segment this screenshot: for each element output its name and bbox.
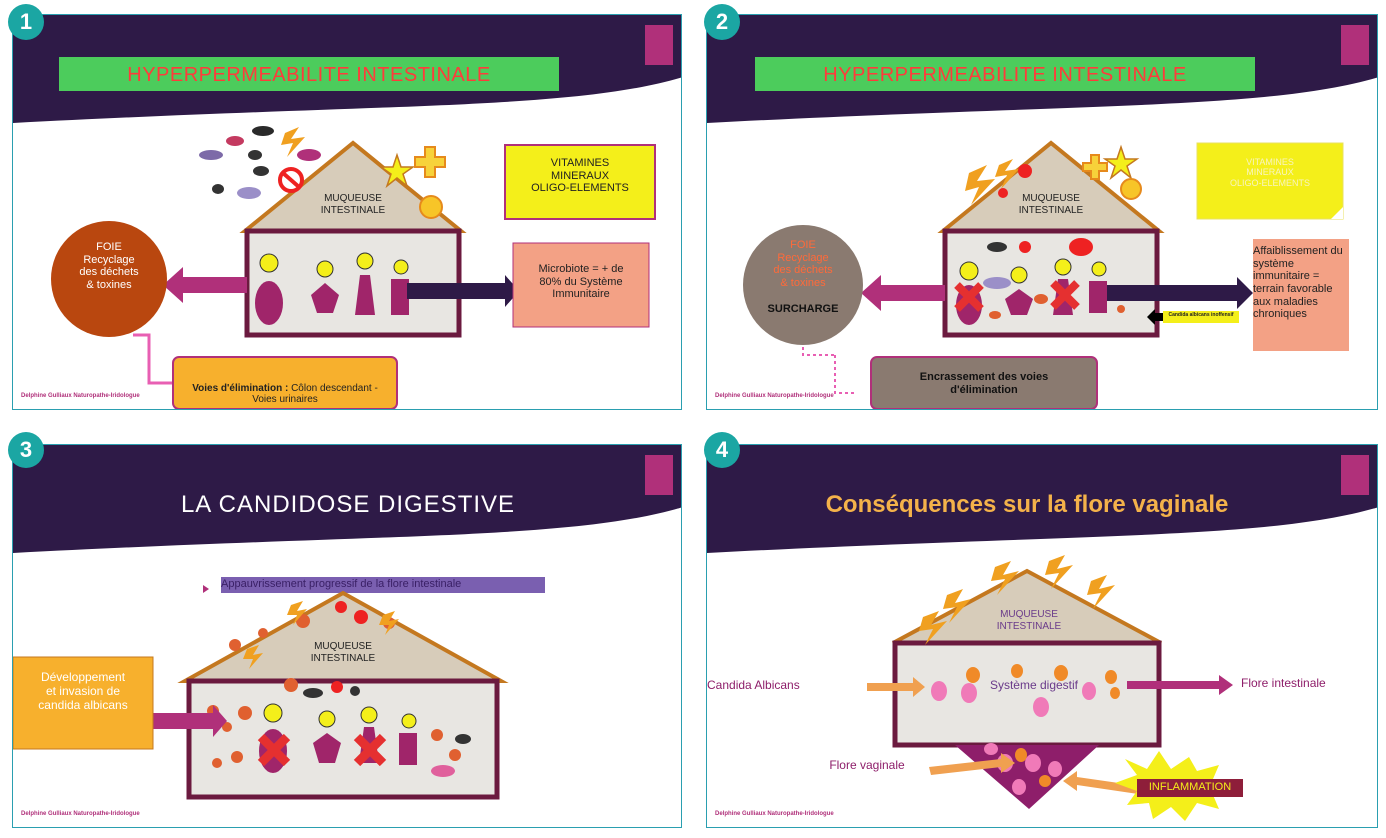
- slide-4-systeme-label: Système digestif: [989, 678, 1079, 692]
- slide-2-foie-label: FOIE Recyclage des déchets & toxines: [773, 239, 833, 289]
- slide-4-flore-intestinale-label: Flore intestinale: [1241, 676, 1326, 690]
- slide-2-vitamines-note: VITAMINES MINERAUX OLIGO-ELEMENTS: [1229, 157, 1310, 188]
- slide-3-muqueuse-label: MUQUEUSE INTESTINALE: [310, 641, 376, 664]
- slide-1-number-badge: 1: [8, 4, 44, 40]
- slide-1-vitamines-note: VITAMINES MINERAUX OLIGO-ELEMENTS: [531, 157, 629, 195]
- slide-4-candida-label: Candida Albicans: [707, 678, 800, 692]
- slide-1-footer: Delphine Gulliaux Naturopathe-Iridologue: [21, 393, 140, 399]
- slide-3: LA CANDIDOSE DIGESTIVE Appauvrissement p…: [12, 444, 682, 828]
- slide-4-flore-vaginale-label: Flore vaginale: [829, 758, 905, 772]
- slide-4-number-badge: 4: [704, 432, 740, 468]
- slide-1-foie-label: FOIE Recyclage des déchets & toxines: [79, 241, 139, 291]
- slide-2: HYPERPERMEABILITE INTESTINALE MUQUEUSE I…: [706, 14, 1378, 410]
- slide-2-candida-tag: Candida albicans inoffensif: [1168, 312, 1234, 318]
- slide-1-microbiote-label: Microbiote = + de 80% du Système Immunit…: [538, 263, 624, 301]
- slide-2-title: HYPERPERMEABILITE INTESTINALE: [823, 64, 1187, 86]
- slide-2-encrassement-label: Encrassement des voies d'élimination: [919, 371, 1049, 396]
- slide-2-muqueuse-label: MUQUEUSE INTESTINALE: [1018, 193, 1084, 216]
- slide-1-voies-label: Voies d'élimination : Côlon descendant -…: [179, 371, 391, 406]
- slide-2-artwork: [707, 15, 1377, 409]
- slide-3-title: LA CANDIDOSE DIGESTIVE: [180, 491, 516, 518]
- slide-1: HYPERPERMEABILITE INTESTINALE MUQUEUSE I…: [12, 14, 682, 410]
- slide-4-inflammation-label: INFLAMMATION: [1148, 781, 1232, 793]
- slide-1-artwork: [13, 15, 681, 409]
- slide-3-footer: Delphine Gulliaux Naturopathe-Iridologue: [21, 811, 140, 817]
- slide-4: Conséquences sur la flore vaginale MUQUE…: [706, 444, 1378, 828]
- slide-3-number-badge: 3: [8, 432, 44, 468]
- slide-2-footer: Delphine Gulliaux Naturopathe-Iridologue: [715, 393, 834, 399]
- slide-3-artwork: [13, 445, 681, 800]
- slide-1-voies-rest: Côlon descendant - Voies urinaires: [252, 382, 378, 406]
- slide-1-title: HYPERPERMEABILITE INTESTINALE: [127, 64, 491, 86]
- slide-1-muqueuse-label: MUQUEUSE INTESTINALE: [320, 193, 386, 216]
- slide-4-muqueuse-label: MUQUEUSE INTESTINALE: [996, 609, 1062, 632]
- slide-2-number-badge: 2: [704, 4, 740, 40]
- slide-2-affaiblissement-label: Affaiblissement du système immunitaire =…: [1253, 245, 1343, 321]
- slide-4-footer: Delphine Gulliaux Naturopathe-Iridologue: [715, 811, 834, 817]
- slide-1-voies-bold: Voies d'élimination :: [192, 382, 292, 394]
- slide-3-developpement-label: Développement et invasion de candida alb…: [38, 670, 128, 712]
- slide-3-bullet: Appauvrissement progressif de la flore i…: [221, 578, 462, 590]
- slide-4-title: Conséquences sur la flore vaginale: [825, 491, 1229, 518]
- slide-2-surcharge-label: SURCHARGE: [767, 303, 839, 315]
- slide-4-artwork: [707, 445, 1377, 821]
